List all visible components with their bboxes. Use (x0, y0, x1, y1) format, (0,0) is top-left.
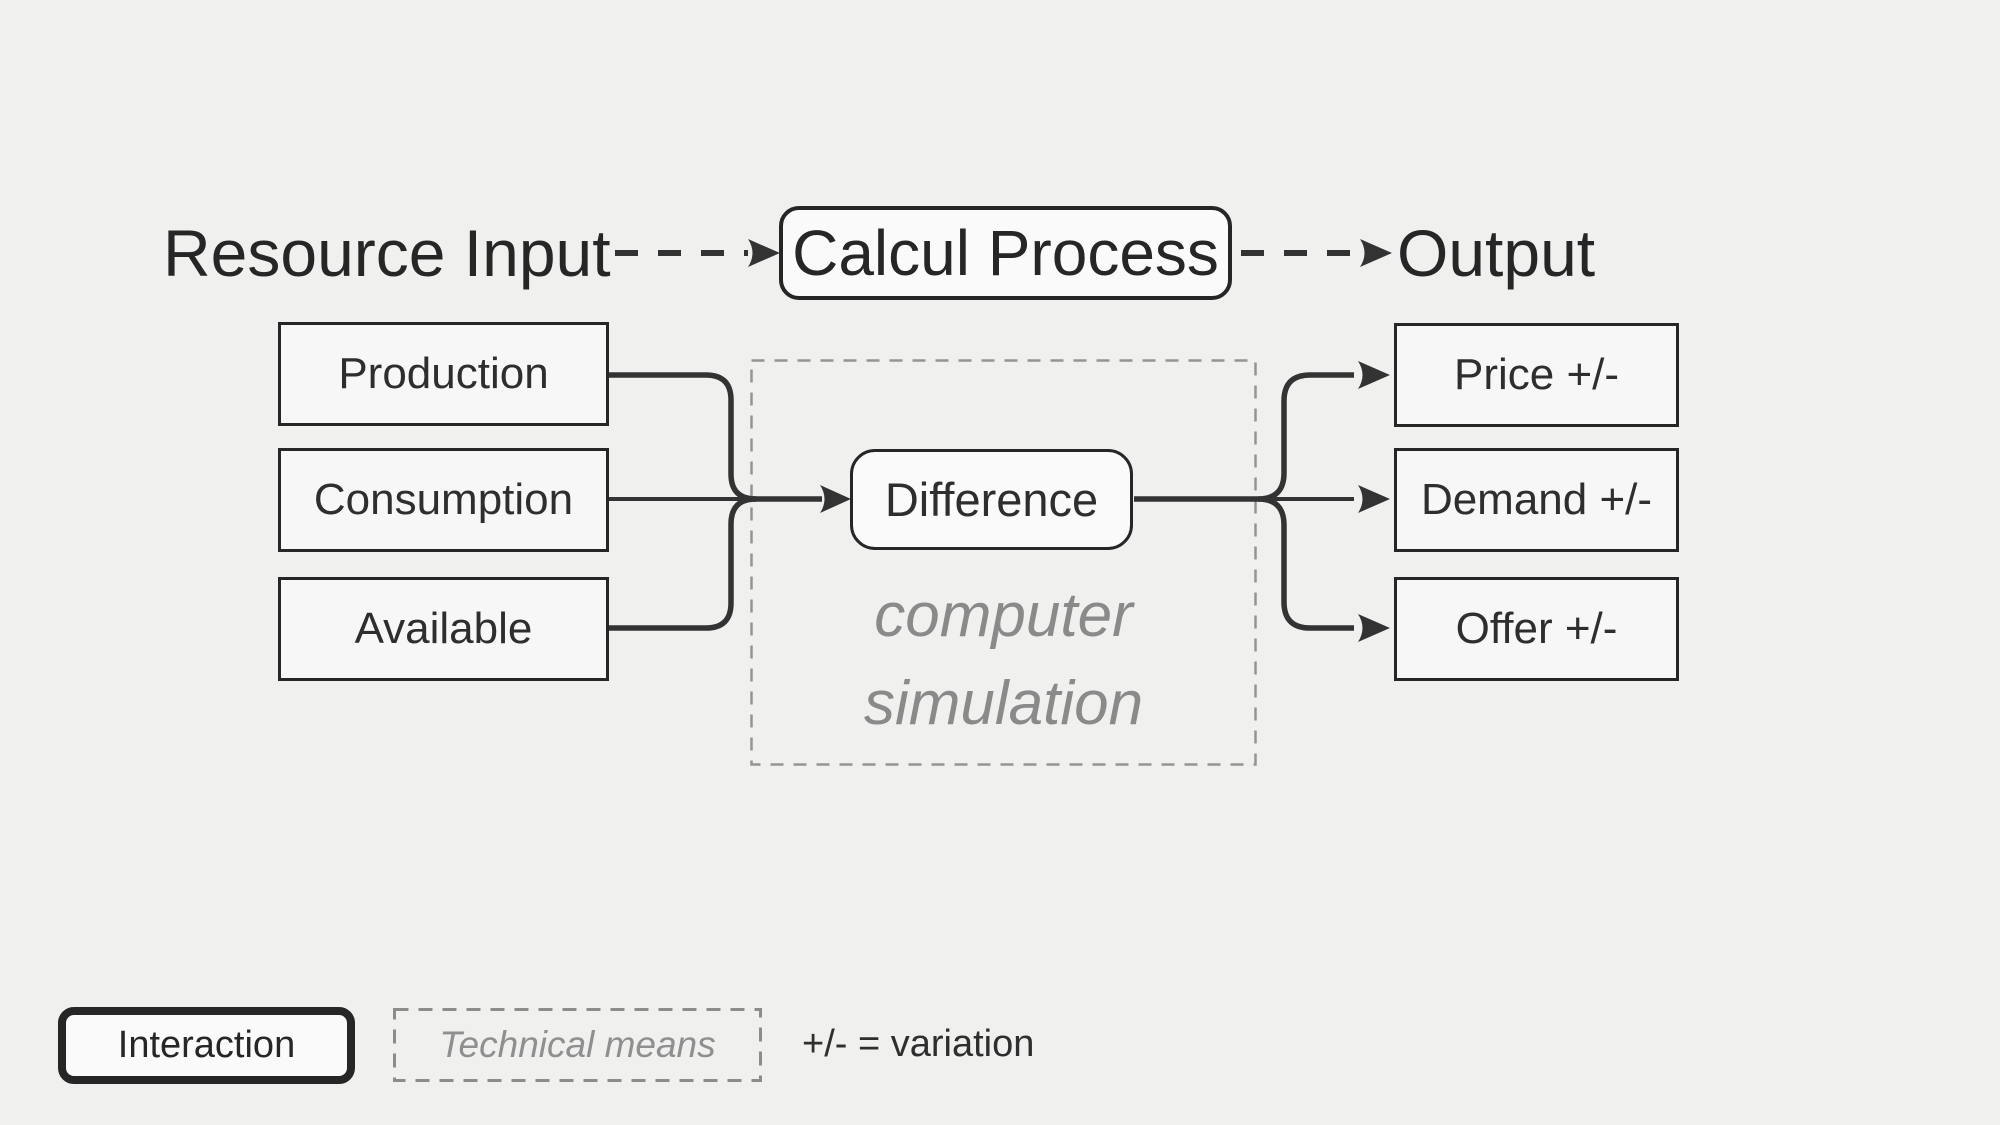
arrowhead-resource-to-calcul-icon (748, 239, 780, 267)
title-resource-input: Resource Input (163, 216, 611, 290)
legend-interaction: Interaction (58, 1007, 355, 1084)
arrowhead-calcul-to-output-icon (1360, 239, 1392, 267)
node-difference: Difference (850, 449, 1133, 550)
node-production: Production (278, 322, 609, 426)
arrowhead-split-to-demand-icon (1358, 485, 1390, 513)
simulation-boundary-box (750, 359, 1257, 766)
title-output: Output (1397, 216, 1596, 290)
node-consumption: Consumption (278, 448, 609, 552)
edge-split-to-price (1257, 372, 1354, 502)
node-available: Available (278, 577, 609, 681)
arrowhead-split-to-price-icon (1358, 361, 1390, 389)
node-demand: Demand +/- (1394, 448, 1679, 552)
node-offer: Offer +/- (1394, 577, 1679, 681)
legend-technical-means: Technical means (439, 1023, 716, 1065)
node-price: Price +/- (1394, 323, 1679, 427)
arrowhead-split-to-offer-icon (1358, 614, 1390, 642)
legend-variation-note: +/- = variation (802, 1023, 1035, 1065)
node-calcul-process: Calcul Process (779, 206, 1232, 300)
arrowhead-junction-to-difference-icon (820, 485, 851, 513)
edge-available-to-junction (609, 496, 757, 631)
simulation-annotation: computer simulation (863, 581, 1144, 739)
edge-production-to-junction (609, 372, 757, 502)
edge-split-to-offer (1257, 496, 1354, 631)
